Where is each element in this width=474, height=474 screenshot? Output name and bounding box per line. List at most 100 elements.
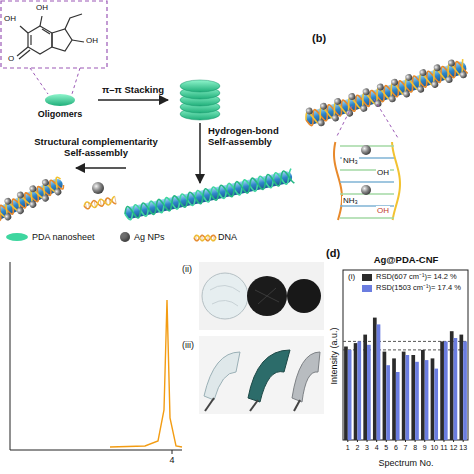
bar — [348, 350, 352, 440]
panel-label: (b) — [312, 32, 326, 45]
zoom-box — [1, 1, 107, 68]
stage-label: Oligomers — [38, 109, 83, 119]
molecule-structure-part — [65, 14, 82, 29]
legend-swatch — [120, 232, 130, 242]
axis-tick-label: 6 — [394, 444, 398, 452]
legend-item: RSD(1503 cm⁻¹)= 17.4 % — [362, 284, 461, 293]
axis-tick-label: 4 — [375, 444, 379, 452]
molecule-structure-part — [72, 40, 84, 42]
ag-nanoparticle — [305, 107, 314, 116]
base-pair — [91, 203, 93, 206]
film-photo-part — [210, 285, 240, 306]
bent-film-photo-part — [294, 400, 300, 411]
axis-tick — [463, 440, 464, 442]
atom-label: OH — [36, 3, 48, 12]
ag-nanoparticle — [402, 90, 411, 99]
bar-pair — [421, 350, 428, 442]
step-label: Structural complementarity Self-assembly — [26, 137, 166, 159]
helix-strand — [304, 60, 468, 128]
bar — [354, 343, 358, 440]
panel-label: (iii) — [182, 340, 194, 350]
chart-title: Ag@PDA-CNF — [374, 255, 439, 266]
mean-line — [343, 341, 468, 342]
film-photo-part — [255, 288, 279, 304]
ag-nanoparticle — [41, 178, 50, 187]
ag-nanoparticle — [404, 73, 413, 82]
ag-nanoparticle — [447, 59, 456, 68]
axis-tick-label: 7 — [404, 444, 408, 452]
ag-nanoparticle — [16, 206, 25, 215]
bar-pair — [392, 358, 399, 442]
ag-nanoparticle — [361, 185, 371, 195]
ag-nanoparticle — [345, 109, 354, 118]
bar — [367, 345, 371, 440]
axis-tick — [347, 440, 348, 442]
zoom-line — [72, 68, 80, 94]
bar-chart — [343, 270, 468, 442]
bar — [454, 338, 458, 440]
ag-nanoparticle — [317, 118, 326, 127]
legend-item: PDA nanosheet — [6, 232, 95, 242]
film-photo — [199, 262, 324, 330]
ag-nanoparticle — [16, 190, 25, 199]
zoom-line — [336, 106, 352, 138]
zoom-line — [374, 99, 398, 138]
bar — [411, 355, 415, 440]
ag-nanoparticle — [431, 80, 440, 89]
axis-tick — [434, 440, 435, 442]
axis-tick-label: 9 — [423, 444, 427, 452]
axis-tick-label: 13 — [459, 444, 467, 452]
bar — [383, 352, 387, 440]
legend-item: RSD(607 cm⁻¹)= 14.2 % — [362, 273, 457, 282]
step-label: Hydrogen-bond Self-assembly — [208, 126, 292, 148]
dna-backbone — [392, 142, 400, 220]
ag-nanoparticle — [459, 71, 468, 80]
fiber-core — [304, 60, 468, 126]
axis-tick-label: 3 — [365, 444, 369, 452]
bar — [431, 358, 435, 440]
ag-nanoparticle — [361, 145, 371, 155]
base-pair — [340, 181, 394, 182]
ag-nanoparticle — [388, 94, 397, 103]
step-arrow — [199, 123, 201, 183]
base-pair — [211, 237, 212, 239]
base-pair — [94, 200, 95, 208]
base-pair — [199, 237, 200, 239]
ag-nanoparticle — [445, 75, 454, 84]
base-pair — [106, 199, 107, 205]
ag-nanoparticle — [348, 92, 357, 101]
bar — [425, 360, 429, 440]
bent-film-photo-part — [204, 352, 240, 400]
group-label: NH₃ — [342, 196, 359, 205]
ag-nanoparticle — [362, 87, 371, 96]
helix-strand — [83, 196, 116, 209]
molecule-structure-part — [20, 26, 28, 33]
axis-tick-label: 1 — [346, 444, 350, 452]
axis-tick — [357, 440, 358, 442]
nanosheet-stack-part — [180, 80, 220, 92]
film-photo-part — [202, 273, 248, 319]
spectrum-chart-partial — [10, 262, 182, 454]
bar — [373, 318, 377, 440]
molecule-structure — [17, 14, 84, 59]
molecule-structure-part — [52, 29, 72, 51]
legend-text: DNA — [218, 232, 237, 242]
step-arrow — [98, 99, 168, 101]
ag-nanoparticle — [416, 85, 425, 94]
atom-label: OH — [4, 14, 16, 23]
spectrum-chart-partial-part — [172, 450, 173, 454]
dna-strand — [194, 235, 216, 242]
fiber-core — [0, 177, 65, 222]
bent-film-photo-part — [250, 400, 258, 411]
legend-text: PDA nanosheet — [32, 232, 95, 242]
bar — [392, 358, 396, 440]
helix-strand — [304, 59, 468, 127]
panel-label: (i) — [348, 272, 355, 281]
legend-item: DNA — [218, 232, 237, 242]
axis-tick — [395, 440, 396, 442]
axis-tick-label: 12 — [450, 444, 458, 452]
legend-item: Ag NPs — [120, 232, 165, 242]
base-pair — [208, 235, 209, 242]
axis-tick — [424, 440, 425, 442]
